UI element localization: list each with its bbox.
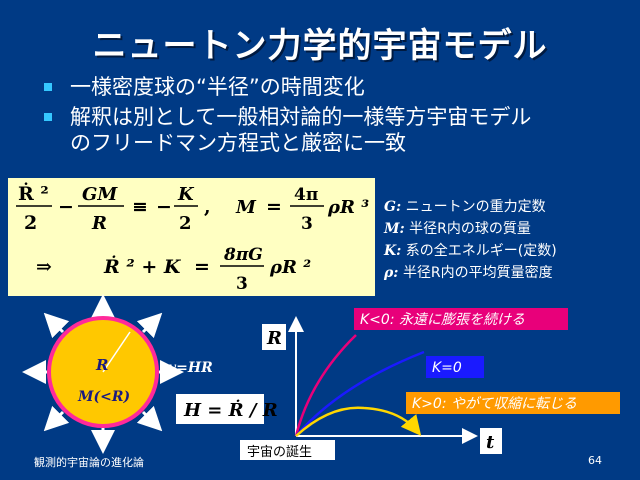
label-box-k-positive [406, 392, 620, 414]
eq-line2-lhs: Ṙ ² + K [103, 255, 182, 278]
eq-minus: − [58, 196, 74, 218]
legend-row: G: ニュートンの重力定数 [384, 196, 634, 218]
bullet-text: 解釈は別として一般相対論的一様等方宇宙モデル [70, 105, 532, 129]
velocity-label: v=HR [168, 360, 213, 376]
page-number: 64 [588, 454, 602, 467]
radius-line [102, 331, 131, 373]
eq-4pi-den: 3 [301, 214, 313, 234]
legend-row: ρ: 半径R内の平均質量密度 [384, 262, 634, 284]
footer-course-title: 観測的宇宙論の進化論 [34, 456, 144, 469]
eq-8pig-num: 8πG [223, 245, 263, 265]
equation-svg: Ṙ ² 2 − GM R ≡ − K 2 , M = 4π 3 ρR ³ ⇒ Ṙ… [16, 182, 369, 294]
legend-row: K: 系の全エネルギー(定数) [384, 240, 634, 262]
eq-implies: ⇒ [36, 256, 52, 278]
eq-4pi-num: 4π [294, 185, 318, 205]
eq-8pig-den: 3 [236, 274, 248, 294]
label-k-negative: K<0: 永遠に膨張を続ける [360, 312, 525, 328]
legend-symbol: M: [384, 221, 405, 237]
bullet-text: 一様密度球の“半径”の時間変化 [70, 75, 365, 99]
slide-title: ニュートン力学的宇宙モデル [92, 26, 548, 66]
legend-symbol: ρ: [384, 265, 399, 281]
hubble-box [176, 394, 264, 424]
legend-symbol: K: [384, 243, 402, 259]
legend-text: 系の全エネルギー(定数) [405, 243, 557, 259]
eq-k-den: 2 [179, 213, 192, 234]
eq-rdot2-num: Ṙ ² [18, 182, 49, 205]
bullet-square-icon [44, 83, 52, 91]
eq-k-num: K [177, 184, 195, 205]
eq-minus2: − [156, 196, 172, 218]
curve-k-zero [295, 350, 425, 437]
legend-text: 半径R内の球の質量 [409, 221, 531, 237]
bullet-square-icon [44, 113, 52, 121]
origin-box [240, 440, 335, 460]
curve-k-positive [295, 406, 422, 437]
eq-m-symbol: M [235, 197, 257, 218]
legend-text: ニュートンの重力定数 [405, 199, 546, 215]
velocity-arrows [22, 294, 184, 454]
eq-equals: = [266, 196, 282, 218]
eq-comma: , [204, 196, 211, 218]
legend-row: M: 半径R内の球の質量 [384, 218, 634, 240]
curve-k-negative [294, 334, 357, 437]
y-axis-box [262, 324, 286, 350]
y-axis-label: R [266, 328, 282, 349]
mass-sphere [47, 316, 159, 428]
eq-gm-den: R [91, 213, 107, 234]
eq-rho-r2: ρR ² [269, 257, 311, 278]
x-axis-box [480, 428, 502, 454]
legend-symbol: G: [384, 199, 402, 215]
bullet-list: 一様密度球の“半径”の時間変化 解釈は別として一般相対論的一様等方宇宙モデル の… [42, 74, 622, 160]
eq-equiv: ≡ [132, 196, 148, 218]
eq-gm-num: GM [82, 184, 118, 205]
eq-rho-r3: ρR ³ [327, 197, 369, 218]
label-box-k-negative [354, 308, 568, 330]
x-axis-label: t [486, 432, 495, 453]
eq-rdot2-den: 2 [24, 212, 37, 234]
bullet-text-continued: のフリードマン方程式と厳密に一致 [70, 131, 406, 155]
label-box-k-zero [426, 356, 484, 378]
origin-label: 宇宙の誕生 [247, 445, 312, 460]
eq-equals2: = [194, 256, 210, 278]
equation-box: Ṙ ² 2 − GM R ≡ − K 2 , M = 4π 3 ρR ³ ⇒ Ṙ… [8, 178, 375, 296]
bullet-item: 一様密度球の“半径”の時間変化 [42, 74, 622, 100]
symbol-legend: G: ニュートンの重力定数 M: 半径R内の球の質量 K: 系の全エネルギー(定… [384, 196, 634, 284]
bullet-item: 解釈は別として一般相対論的一様等方宇宙モデル のフリードマン方程式と厳密に一致 [42, 104, 622, 156]
label-k-zero: K=0 [432, 360, 462, 376]
label-k-positive: K>0: やがて収縮に転じる [412, 396, 577, 412]
hubble-equation: H = Ṙ / R [183, 398, 278, 421]
legend-text: 半径R内の平均質量密度 [402, 265, 553, 281]
sphere-mass-label: M(<R) [77, 389, 130, 405]
sphere-r-label: R [95, 356, 108, 374]
